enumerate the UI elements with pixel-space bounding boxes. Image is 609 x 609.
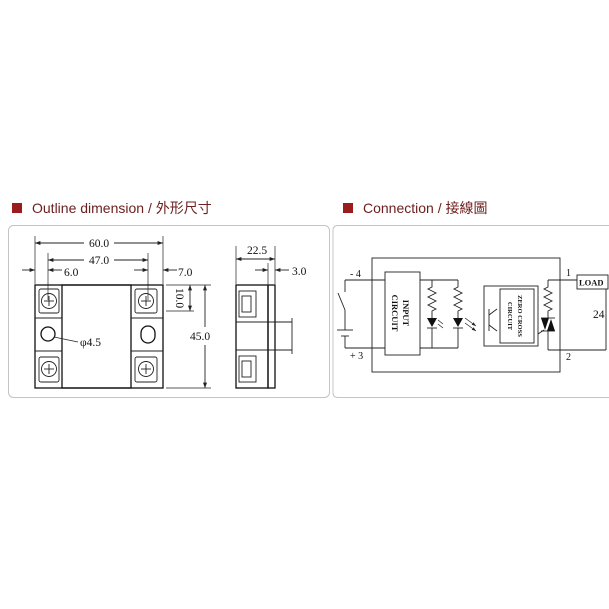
- control-switch: [337, 280, 346, 330]
- zero-cross-label-line1: ZERO CROSS: [516, 295, 523, 337]
- mounting-hole-left: [40, 326, 56, 342]
- side-body-outline: [235, 284, 269, 389]
- output-terminal-1-label: 1: [566, 268, 571, 279]
- snubber-resistor: [542, 280, 554, 318]
- body-height-label: 45.0: [190, 331, 210, 343]
- zero-cross-block: [499, 288, 535, 344]
- phototransistor: [488, 308, 498, 332]
- input-negative-label: - 4: [350, 269, 361, 280]
- left-offset-label: 6.0: [64, 267, 79, 279]
- side-base-plate: [267, 284, 276, 389]
- mounting-slot-right: [140, 325, 156, 344]
- load-label: LOAD: [579, 278, 604, 288]
- connection-panel: [332, 225, 609, 398]
- base-thickness-label: 3.0: [292, 266, 307, 278]
- terminal-pitch-label: 10.0: [173, 288, 185, 308]
- connection-section-marker: [343, 203, 353, 213]
- top-dimensions: 60.0 47.0 6.0 7.0: [22, 236, 193, 300]
- terminal-screw-bottom-right: [134, 356, 158, 383]
- zero-cross-enclosure: [483, 285, 539, 347]
- hole-diameter-leader: [53, 336, 79, 343]
- side-terminal-top: [238, 290, 257, 318]
- relay-enclosure: [371, 257, 561, 373]
- input-resistor-2: [452, 280, 464, 318]
- relay-top-view: φ4.5: [34, 284, 164, 389]
- connection-section-title: Connection / 接線圖: [363, 200, 488, 216]
- terminal-screw-top-left: [38, 288, 60, 314]
- body-depth-label: 22.5: [247, 245, 267, 257]
- input-positive-label: + 3: [350, 351, 363, 362]
- terminal-screw-top-right: [134, 288, 158, 314]
- relay-center-cover: [61, 284, 132, 389]
- input-circuit-label-line1: INPUT: [401, 300, 411, 327]
- input-led-2: [453, 317, 477, 348]
- input-led-1: [427, 318, 444, 348]
- hole-spacing-label: 47.0: [89, 255, 109, 267]
- outline-section-title: Outline dimension / 外形尺寸: [32, 200, 212, 216]
- zero-cross-label-line2: CIRCUIT: [506, 302, 513, 331]
- height-dimensions: 10.0 45.0: [166, 284, 211, 389]
- connection-diagram: - 4 + 3 INPUT CIRCUIT: [337, 257, 609, 373]
- side-terminal-bottom: [238, 355, 257, 383]
- terminal-screw-bottom-left: [38, 356, 60, 383]
- dc-source-battery: [337, 329, 353, 348]
- output-terminal-2-label: 2: [566, 352, 571, 363]
- outline-panel: [8, 225, 330, 398]
- right-offset-label: 7.0: [178, 267, 193, 279]
- input-circuit-label-line2: CIRCUIT: [390, 295, 400, 332]
- input-circuit-block: [384, 271, 421, 356]
- relay-side-view: 22.5 3.0: [235, 245, 307, 389]
- load-box: [576, 274, 609, 290]
- overall-width-label: 60.0: [89, 238, 109, 250]
- input-resistor-1: [426, 280, 438, 318]
- hole-diameter-label: φ4.5: [80, 337, 101, 349]
- supply-voltage-label: 24: [593, 309, 605, 321]
- output-triac: [537, 317, 555, 350]
- outline-section-marker: [12, 203, 22, 213]
